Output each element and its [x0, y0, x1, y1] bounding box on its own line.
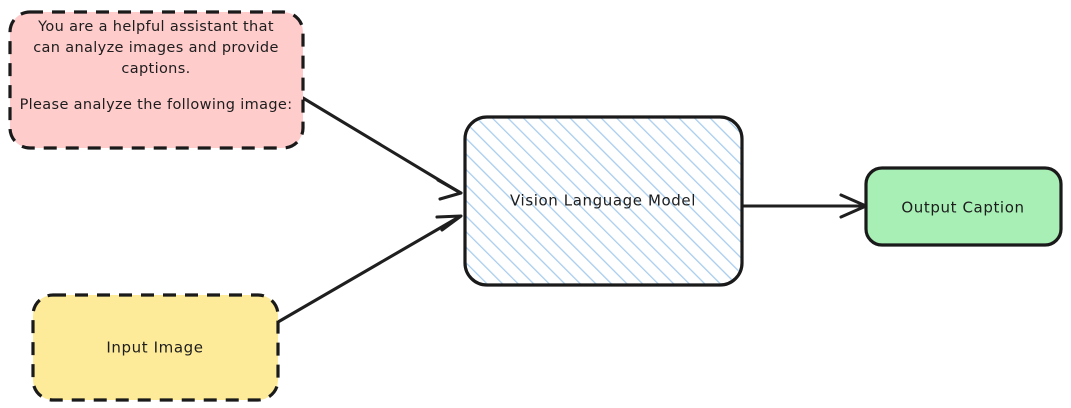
vlm-label: Vision Language Model: [510, 192, 696, 210]
edge-prompt-to-vlm[interactable]: [301, 96, 463, 201]
input-image-node[interactable]: Input Image: [31, 293, 280, 402]
vision-language-model-node[interactable]: Vision Language Model: [463, 115, 744, 287]
input-image-label: Input Image: [106, 339, 203, 357]
system-prompt-line-1: You are a helpful assistant that: [37, 19, 274, 35]
output-caption-node[interactable]: Output Caption: [864, 166, 1063, 247]
system-prompt-border: [8, 10, 305, 150]
edge-input-image-to-vlm[interactable]: [276, 214, 463, 324]
system-prompt-line-3: captions.: [121, 61, 190, 77]
output-caption-label: Output Caption: [901, 199, 1024, 217]
output-caption-fill: [866, 168, 1061, 245]
input-image-border: [31, 293, 280, 402]
system-prompt-node[interactable]: You are a helpful assistant that can ana…: [8, 10, 305, 150]
system-prompt-line-5: Please analyze the following image:: [20, 97, 293, 113]
system-prompt-fill: [10, 12, 303, 148]
system-prompt-line-2: can analyze images and provide: [33, 40, 279, 56]
vlm-border: [463, 115, 744, 287]
edge-vlm-to-output[interactable]: [740, 193, 868, 219]
input-image-fill: [33, 295, 278, 400]
output-caption-border: [864, 166, 1063, 247]
vlm-hatch-pattern: [465, 117, 742, 285]
